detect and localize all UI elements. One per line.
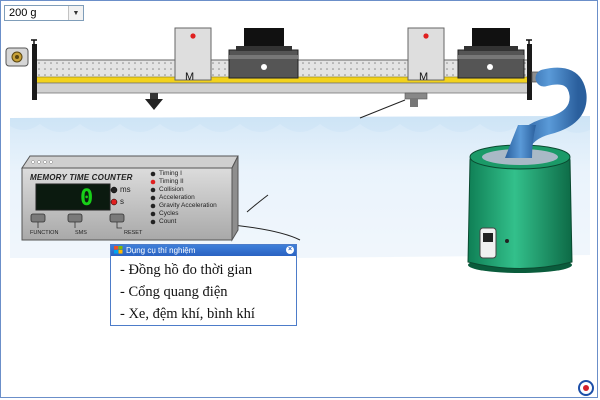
equipment-panel: Dụng cụ thí nghiệm × - Đồng hồ đo thời g…: [110, 244, 297, 326]
mass-dropdown[interactable]: 200 g ▼: [4, 5, 84, 21]
gate-2-label: M: [419, 71, 428, 83]
timer-title: MEMORY TIME COUNTER: [30, 173, 133, 182]
cables: [231, 99, 406, 241]
cart-2[interactable]: [457, 28, 525, 79]
reset-button: [109, 213, 125, 223]
chevron-down-icon[interactable]: ▼: [68, 6, 83, 20]
equipment-panel-title: Dụng cụ thí nghiệm: [126, 246, 196, 255]
unit-ms-label: ms: [120, 185, 131, 194]
function-button: [30, 213, 46, 223]
timer-display-value: 0: [80, 186, 94, 211]
cart-1[interactable]: [228, 28, 299, 79]
photogate-1[interactable]: M: [174, 27, 212, 83]
app-logo-icon[interactable]: [578, 380, 594, 396]
memory-time-counter[interactable]: [21, 155, 239, 242]
sms-button-label: SMS: [75, 230, 87, 236]
equipment-item: - Cổng quang điện: [120, 284, 228, 300]
sms-button: [67, 213, 83, 223]
mode-count[interactable]: Count: [159, 218, 177, 225]
led-s: [110, 198, 118, 206]
mode-acceleration[interactable]: Acceleration: [159, 194, 195, 201]
close-icon[interactable]: ×: [286, 246, 294, 254]
unit-s-label: s: [120, 197, 124, 206]
mode-collision[interactable]: Collision: [159, 186, 184, 193]
mode-gravity-acceleration[interactable]: Gravity Acceleration: [159, 202, 217, 209]
equipment-item: - Đồng hồ đo thời gian: [120, 262, 253, 278]
mode-timing-1[interactable]: Timing I: [159, 170, 182, 177]
equipment-item: - Xe, đệm khí, bình khí: [120, 306, 255, 322]
function-button-label: FUNCTION: [30, 230, 59, 236]
windows-logo-icon: [114, 246, 123, 254]
gate-1-label: M: [185, 71, 194, 83]
track-left-end: [5, 47, 29, 67]
photogate-2[interactable]: M: [404, 27, 445, 107]
reset-button-label: RESET: [124, 230, 143, 236]
air-pump[interactable]: [467, 125, 573, 273]
mode-timing-2[interactable]: Timing II: [159, 178, 184, 185]
mass-dropdown-value: 200 g: [9, 7, 37, 19]
led-ms: [110, 186, 118, 194]
equipment-panel-titlebar[interactable]: Dụng cụ thí nghiệm ×: [111, 245, 296, 256]
mode-cycles[interactable]: Cycles: [159, 210, 179, 217]
